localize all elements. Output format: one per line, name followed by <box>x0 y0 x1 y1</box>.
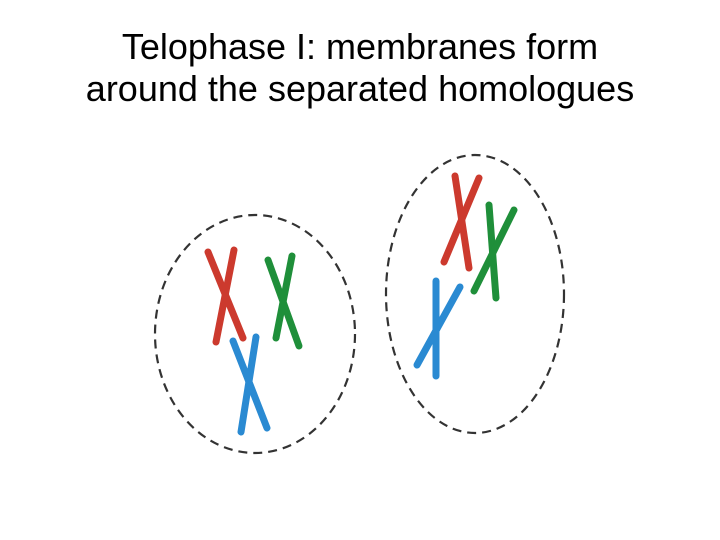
left-red-chromosome <box>204 246 247 346</box>
right-blue-chromosome <box>413 277 464 380</box>
left-nuclear-membrane <box>153 213 357 455</box>
chromatid <box>212 246 238 346</box>
left-cell <box>153 213 357 455</box>
right-red-chromosome <box>440 172 483 272</box>
title-line-1: Telophase I: membranes form <box>121 26 599 67</box>
chromatid <box>470 206 518 295</box>
right-green-chromosome <box>470 201 518 302</box>
left-blue-chromosome <box>229 333 271 436</box>
chromatid <box>237 333 260 436</box>
chromatid <box>440 174 483 266</box>
title-line-2: around the separated homologues <box>85 68 635 109</box>
right-cell <box>384 153 566 435</box>
slide-title: Telophase I: membranes form around the s… <box>0 26 720 110</box>
chromatid <box>413 283 464 369</box>
right-nuclear-membrane <box>384 153 566 435</box>
left-green-chromosome <box>264 252 303 350</box>
chromatid <box>272 252 296 342</box>
